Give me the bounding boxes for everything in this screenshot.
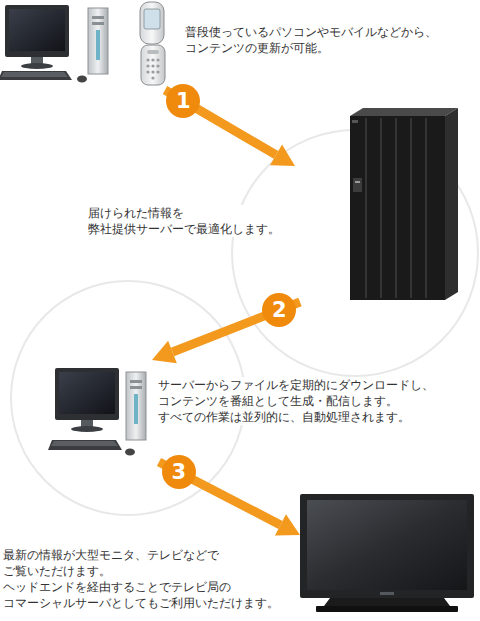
server-rack xyxy=(350,108,458,300)
step-text: 最新の情報が大型モニタ、テレビなどで ご覧いただけます。 ヘッドエンドを経由する… xyxy=(3,547,288,611)
flat-tv xyxy=(300,494,474,612)
callout-number: 1 xyxy=(166,84,200,118)
step-node: 届けられた情報を 弊社提供サーバーで最適化します。 xyxy=(295,108,460,302)
step-text: サーバーからファイルを定期的にダウンロードし、 コンテンツを番組として生成・配信… xyxy=(158,377,448,425)
step-node: サーバーからファイルを定期的にダウンロードし、 コンテンツを番組として生成・配信… xyxy=(45,360,160,462)
step-node: 最新の情報が大型モニタ、テレビなどで ご覧いただけます。 ヘッドエンドを経由する… xyxy=(300,490,476,617)
callout-number: 3 xyxy=(162,455,196,489)
step-node: 普段使っているパソコンやモバイルなどから、 コンテンツの更新が可能。 xyxy=(0,2,170,90)
callout-number: 2 xyxy=(262,293,296,327)
mobile-phone xyxy=(140,2,165,85)
step-text: 普段使っているパソコンやモバイルなどから、 コンテンツの更新が可能。 xyxy=(185,24,447,56)
arrow-head xyxy=(275,514,300,535)
desktop-pc xyxy=(0,5,108,83)
arrow-head xyxy=(152,341,177,363)
desktop-pc xyxy=(48,368,146,456)
step-text: 届けられた情報を 弊社提供サーバーで最適化します。 xyxy=(88,205,293,237)
arrow-head xyxy=(270,145,295,166)
